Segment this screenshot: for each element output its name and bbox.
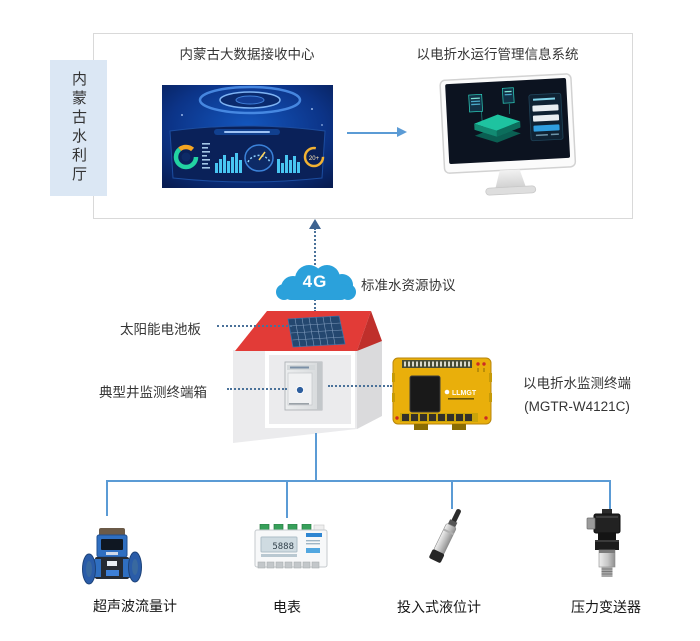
- terminal-pointer-line: [328, 385, 392, 387]
- svg-text:20+: 20+: [309, 156, 320, 162]
- ceiling-rings-icon: [198, 85, 302, 115]
- terminal-brand-text: LLMGT: [452, 390, 477, 397]
- platform-stack-icon: [474, 114, 521, 143]
- info-system-image: [438, 73, 580, 204]
- monitor-stand: [495, 169, 526, 188]
- login-panel-icon: [528, 92, 564, 142]
- ring-badge-icon: [303, 146, 325, 168]
- cabinet-label: 典型井监测终端箱: [99, 385, 207, 400]
- pressure-transmitter-label: 压力变送器: [571, 599, 641, 615]
- electric-meter-label: 电表: [273, 599, 301, 615]
- org-sidebar: 内蒙古水利厅: [50, 60, 107, 196]
- solar-label: 太阳能电池板: [120, 322, 201, 337]
- drop-line-meter: [286, 481, 288, 518]
- terminal-name-label: 以电折水监测终端: [523, 376, 631, 391]
- flow-arrow-head-icon: [397, 127, 407, 137]
- drop-line-flowmeter: [106, 481, 108, 516]
- org-label: 内蒙古水利厅: [70, 71, 87, 185]
- monitoring-terminal-image: LLMGT: [392, 357, 492, 430]
- terminal-cabinet-icon: [284, 361, 323, 411]
- donut-chart-icon: [173, 144, 199, 170]
- sensor-bus-line: [106, 480, 611, 482]
- cabinet-pointer-line: [227, 388, 287, 390]
- uplink-arrow-head-icon: [309, 219, 321, 229]
- protocol-label: 标准水资源协议: [361, 278, 456, 293]
- meter-lcd-digits: 5888: [272, 542, 294, 552]
- data-center-title: 内蒙古大数据接收中心: [179, 47, 315, 62]
- data-center-image: 20+: [162, 85, 333, 188]
- bar-chart-icon: [215, 153, 242, 173]
- terminal-screen: [409, 375, 441, 413]
- terminal-model-label: (MGTR-W4121C): [524, 399, 630, 414]
- solar-pointer-line: [217, 325, 292, 327]
- cloud-4g-icon: [276, 265, 356, 300]
- pressure-transmitter-image: [586, 509, 621, 577]
- flow-arrow-line: [347, 132, 398, 134]
- flow-meter-label: 超声波流量计: [93, 598, 177, 614]
- drop-line-level: [451, 481, 453, 509]
- solar-panel-icon: [287, 315, 346, 348]
- sensor-cable: [451, 508, 461, 524]
- info-system-title: 以电折水运行管理信息系统: [416, 47, 579, 62]
- house-down-line: [315, 433, 317, 481]
- cloud-4g-label: 4G: [302, 272, 328, 291]
- level-sensor-label: 投入式液位计: [397, 599, 481, 615]
- level-sensor-image: [429, 508, 461, 563]
- drop-line-pressure: [609, 481, 611, 511]
- gauge-icon: [244, 144, 274, 172]
- roof-side: [357, 311, 382, 351]
- electric-meter-image: 5888: [254, 524, 328, 569]
- meter-lcd: [260, 536, 298, 553]
- flow-meter-image: [82, 528, 142, 585]
